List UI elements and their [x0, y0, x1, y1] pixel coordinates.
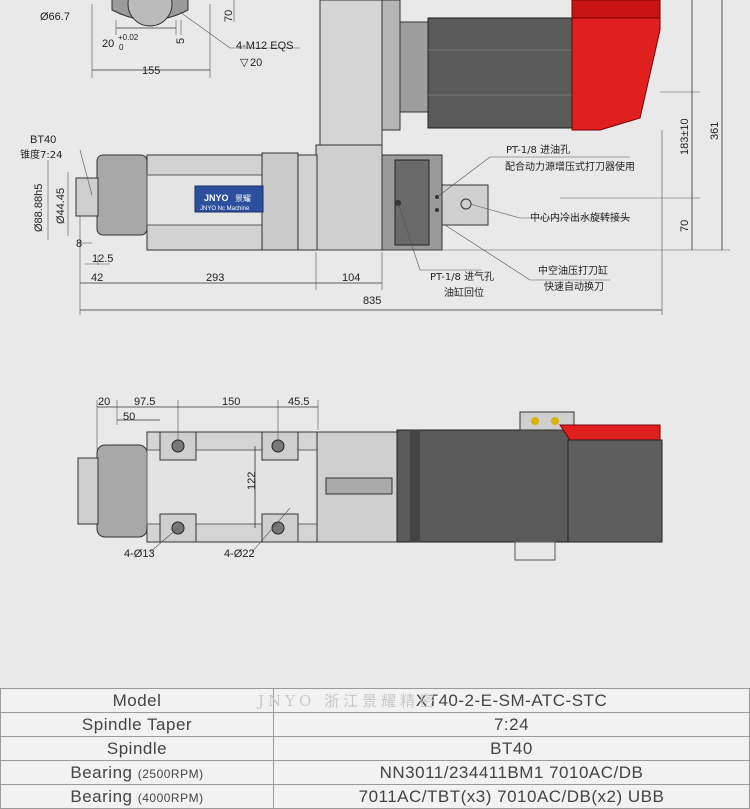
height-361-label: 361 [709, 122, 721, 140]
motor-red-cap [571, 0, 661, 131]
pocket-tol-low-label: 0 [119, 43, 124, 52]
dim-12-5-label: 12.5 [92, 253, 113, 265]
brand-cn-text: 景耀 [235, 194, 251, 203]
flange-top-view [91, 0, 300, 78]
callout-cyl-2: 快速自动换刀 [544, 280, 604, 293]
thread-note-label: 4-M12 EQS [236, 40, 293, 52]
motor-body [427, 17, 577, 129]
brand-logo-text: JNYO [204, 193, 229, 203]
side-dim-45-5: 45.5 [288, 396, 309, 408]
table-row: Model XT40-2-E-SM-ATC-STC [0, 688, 750, 713]
pocket-tol-label: +0.02 [118, 33, 139, 42]
taper-label: BT40 [30, 134, 56, 146]
dia-44-label: Ø44.45 [55, 188, 67, 224]
side-dim-20: 20 [98, 396, 110, 408]
spec-value: 7:24 [273, 712, 750, 737]
side-dim-150: 150 [222, 396, 240, 408]
table-row: Bearing (4000RPM) 7011AC/TBT(x3) 7010AC/… [0, 784, 750, 809]
spindle-side-view [77, 411, 663, 561]
hole-13-label: 4-Ø13 [124, 548, 155, 560]
spec-label: Spindle [0, 736, 274, 761]
spec-table: Model XT40-2-E-SM-ATC-STC Spindle Taper … [0, 688, 750, 809]
callout-oil-in-1: PT-1/8 进油孔 [506, 143, 570, 156]
dim-8-label: 8 [76, 238, 82, 250]
table-row: Bearing (2500RPM) NN3011/234411BM1 7010A… [0, 760, 750, 785]
brand-sub-text: JNYO Nc Machine [200, 206, 250, 212]
callout-air-1: PT-1/8 进气孔 [430, 270, 494, 283]
depth-symbol-icon: ▽ [240, 57, 249, 69]
technical-drawing: Ø66.7 70 20 +0.02 0 5 155 4-M12 EQS 20 ▽ [20, 0, 730, 561]
side-dim-50: 50 [123, 411, 135, 423]
spec-value: XT40-2-E-SM-ATC-STC [273, 688, 750, 713]
flange-155-label: 155 [142, 65, 160, 77]
dim-42-label: 42 [91, 272, 103, 284]
dim-104-label: 104 [342, 272, 360, 284]
height-70-label: 70 [679, 220, 691, 232]
table-row: Spindle BT40 [0, 736, 750, 761]
spec-label: Spindle Taper [0, 712, 274, 737]
callout-air-2: 油缸回位 [444, 286, 484, 299]
dim-835-label: 835 [363, 295, 381, 307]
taper-ratio-label: 锥度7:24 [20, 148, 62, 161]
flange-dia-label: Ø66.7 [40, 11, 70, 23]
callout-rotary: 中心内冷出水旋转接头 [530, 211, 630, 224]
brand-plate [194, 185, 264, 213]
flange-70-label: 70 [223, 10, 235, 22]
side-dim-97-5: 97.5 [134, 396, 155, 408]
table-row: Spindle Taper 7:24 [0, 712, 750, 737]
spec-label: Bearing (2500RPM) [0, 760, 274, 785]
spec-value: NN3011/234411BM1 7010AC/DB [273, 760, 750, 785]
dia-88-label: Ø88.88h5 [33, 184, 45, 232]
pocket-width-label: 20 [102, 38, 114, 50]
spindle-front-view [75, 0, 661, 251]
spec-label: Model [0, 688, 274, 713]
side-dim-122: 122 [246, 472, 258, 490]
spec-label: Bearing (4000RPM) [0, 784, 274, 809]
spec-value: 7011AC/TBT(x3) 7010AC/DB(x2) UBB [273, 784, 750, 809]
dim-293-label: 293 [206, 272, 224, 284]
spec-value: BT40 [273, 736, 750, 761]
thread-depth-label: 20 [250, 57, 262, 69]
height-183-label: 183±10 [679, 118, 691, 155]
pocket-5-label: 5 [175, 38, 187, 44]
callout-oil-in-2: 配合动力源增压式打刀器使用 [505, 160, 635, 173]
callout-cyl-1: 中空油压打刀缸 [538, 264, 608, 277]
hole-22-label: 4-Ø22 [224, 548, 255, 560]
